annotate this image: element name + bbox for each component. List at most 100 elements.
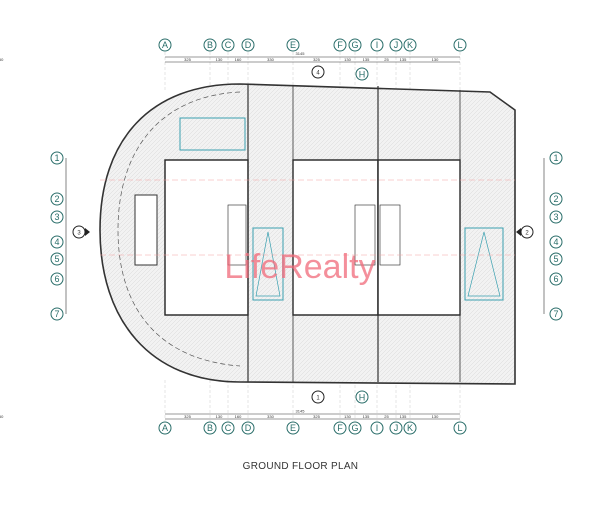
column-dimension: 130 bbox=[216, 414, 223, 419]
grid-column-L: L bbox=[453, 38, 467, 52]
grid-column-G: G bbox=[348, 38, 362, 52]
grid-column-L: L bbox=[453, 421, 467, 435]
grid-label: J bbox=[394, 423, 399, 433]
grid-label-h-bottom: H bbox=[355, 390, 369, 404]
column-dimension: 350 bbox=[0, 414, 4, 419]
grid-label: D bbox=[245, 40, 252, 50]
grid-label: I bbox=[376, 40, 379, 50]
section-marker-right: 2 bbox=[516, 225, 534, 239]
section-marker-top: 4 bbox=[311, 65, 325, 79]
grid-label: E bbox=[290, 40, 296, 50]
column-dimension: 130 bbox=[432, 57, 439, 62]
grid-column-C: C bbox=[221, 38, 235, 52]
column-dimension: 25 bbox=[384, 57, 389, 62]
grid-row-2: 2 bbox=[50, 192, 64, 206]
grid-label: B bbox=[207, 40, 213, 50]
grid-label: B bbox=[207, 423, 213, 433]
grid-column-I: I bbox=[370, 421, 384, 435]
column-dimension: 325 bbox=[313, 414, 320, 419]
column-dimension: 130 bbox=[344, 57, 351, 62]
grid-row-3: 3 bbox=[549, 210, 563, 224]
svg-text:H: H bbox=[359, 393, 366, 403]
drawing-title: GROUND FLOOR PLAN bbox=[242, 461, 359, 472]
grid-label: L bbox=[457, 40, 462, 50]
grid-label: 5 bbox=[54, 254, 59, 264]
column-dimension: 350 bbox=[0, 57, 4, 62]
column-dimension: 130 bbox=[344, 414, 351, 419]
grid-column-C: C bbox=[221, 421, 235, 435]
grid-label: 7 bbox=[54, 309, 59, 319]
grid-column-B: B bbox=[203, 38, 217, 52]
grid-label: 5 bbox=[553, 254, 558, 264]
column-dimension: 330 bbox=[267, 57, 274, 62]
grid-label: I bbox=[376, 423, 379, 433]
grid-row-6: 6 bbox=[549, 272, 563, 286]
grid-label: 3 bbox=[54, 212, 59, 222]
grid-label: G bbox=[351, 423, 358, 433]
grid-column-E: E bbox=[286, 421, 300, 435]
column-dimension: 325 bbox=[184, 414, 191, 419]
grid-row-3: 3 bbox=[50, 210, 64, 224]
column-dimension: 325 bbox=[313, 57, 320, 62]
grid-column-A: A bbox=[158, 38, 172, 52]
grid-label: C bbox=[225, 423, 232, 433]
grid-column-J: J bbox=[389, 38, 403, 52]
grid-label: L bbox=[457, 423, 462, 433]
total-dimension: 3145 bbox=[296, 409, 306, 414]
grid-rows-left: 1 2 3 4 5 6 7 bbox=[50, 151, 67, 321]
grid-column-I: I bbox=[370, 38, 384, 52]
svg-text:4: 4 bbox=[316, 71, 320, 77]
grid-label: 4 bbox=[553, 237, 558, 247]
grid-label: G bbox=[351, 40, 358, 50]
grid-label: 4 bbox=[54, 237, 59, 247]
grid-label: C bbox=[225, 40, 232, 50]
column-dimension: 130 bbox=[432, 414, 439, 419]
column-dimension: 160 bbox=[235, 57, 242, 62]
grid-label: 1 bbox=[54, 153, 59, 163]
grid-label: J bbox=[394, 40, 399, 50]
grid-row-1: 1 bbox=[549, 151, 563, 165]
grid-label: F bbox=[337, 40, 343, 50]
column-dimension: 135 bbox=[363, 57, 370, 62]
grid-rows-right: 1 2 3 4 5 6 7 bbox=[543, 151, 563, 321]
grid-row-7: 7 bbox=[50, 307, 64, 321]
column-dimension: 135 bbox=[400, 57, 407, 62]
grid-column-B: B bbox=[203, 421, 217, 435]
grid-label: 6 bbox=[54, 274, 59, 284]
grid-label: A bbox=[162, 40, 168, 50]
grid-label: K bbox=[407, 423, 413, 433]
section-marker-bottom: 1 bbox=[311, 390, 325, 404]
column-dimension: 160 bbox=[235, 414, 242, 419]
grid-label: D bbox=[245, 423, 252, 433]
grid-label: 1 bbox=[553, 153, 558, 163]
grid-label: 2 bbox=[553, 194, 558, 204]
column-dimension: 135 bbox=[363, 414, 370, 419]
column-dimension: 130 bbox=[216, 57, 223, 62]
grid-column-G: G bbox=[348, 421, 362, 435]
dimension-lines: 3145314532532513013016016033033032532513… bbox=[0, 51, 460, 420]
svg-text:2: 2 bbox=[525, 231, 529, 237]
grid-row-2: 2 bbox=[549, 192, 563, 206]
grid-column-E: E bbox=[286, 38, 300, 52]
grid-label: K bbox=[407, 40, 413, 50]
grid-row-6: 6 bbox=[50, 272, 64, 286]
grid-label: A bbox=[162, 423, 168, 433]
grid-row-1: 1 bbox=[50, 151, 64, 165]
total-dimension: 3145 bbox=[296, 51, 306, 56]
grid-label: 3 bbox=[553, 212, 558, 222]
grid-column-A: A bbox=[158, 421, 172, 435]
grid-column-J: J bbox=[389, 421, 403, 435]
grid-column-F: F bbox=[333, 421, 347, 435]
svg-text:3: 3 bbox=[77, 231, 81, 237]
grid-label: F bbox=[337, 423, 343, 433]
grid-label: 7 bbox=[553, 309, 558, 319]
column-dimension: 325 bbox=[184, 57, 191, 62]
watermark: LifeRealty bbox=[224, 248, 375, 286]
svg-text:1: 1 bbox=[316, 396, 320, 402]
grid-row-7: 7 bbox=[549, 307, 563, 321]
grid-label: E bbox=[290, 423, 296, 433]
grid-column-K: K bbox=[403, 421, 417, 435]
grid-row-4: 4 bbox=[50, 235, 64, 249]
